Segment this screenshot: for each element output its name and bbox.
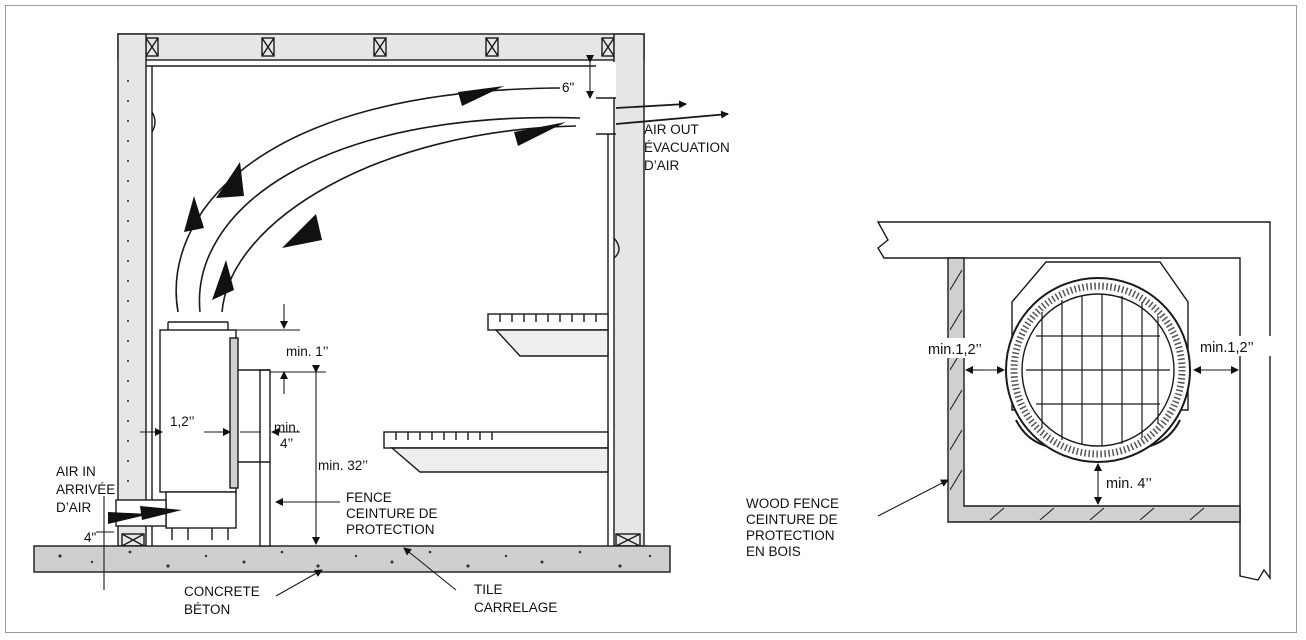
right-wall: [613, 33, 645, 547]
upper-bench: [487, 313, 609, 357]
heater-fence: [238, 369, 271, 547]
left-wall: [117, 33, 147, 547]
tile-label-fr: CARRELAGE: [474, 600, 557, 615]
dim-fence-height: min. 32’’: [318, 458, 368, 473]
wood-fence-label-fr-3: EN BOIS: [746, 544, 801, 559]
figure-frame: [5, 5, 1297, 633]
fence-label: FENCE: [346, 490, 392, 505]
dimension-lines: [96, 55, 594, 597]
ceiling-joists: [145, 37, 615, 57]
airflow-curves: [175, 87, 581, 313]
top-view-dimensions: [877, 366, 1239, 517]
wood-fence-top-view: [947, 257, 1241, 523]
air-out-label-fr-2: D’AIR: [644, 158, 680, 173]
fence-label-fr-1: CEINTURE DE: [346, 506, 438, 521]
concrete-label-fr: BÉTON: [184, 602, 230, 617]
airflow-arrows: [108, 86, 566, 524]
dim-heater-top: min. 1’’: [286, 344, 329, 359]
dim-fence-gap-2: 4’’: [280, 436, 293, 451]
wood-fence-label: WOOD FENCE: [746, 496, 839, 511]
fence-label-fr-2: PROTECTION: [346, 522, 435, 537]
dim-front-clearance: min. 4’’: [1106, 476, 1152, 492]
floor-speckles: [58, 550, 652, 568]
air-in-label-fr-2: D’AIR: [56, 500, 92, 515]
side-view-labels: AIR OUT ÉVACUATION D’AIR AIR IN ARRIVÉE …: [56, 80, 730, 617]
side-view: [33, 33, 729, 597]
wood-fence-label-fr-2: PROTECTION: [746, 528, 835, 543]
air-out-label-fr-1: ÉVACUATION: [644, 140, 730, 155]
air-in-label-fr-1: ARRIVÉE: [56, 482, 115, 497]
air-in-label: AIR IN: [56, 464, 96, 479]
dim-air-in: 4": [84, 530, 97, 545]
wood-fence-label-fr-1: CEINTURE DE: [746, 512, 838, 527]
top-view-labels: min.1,2’’ min.1,2’’ min. 4’’ WOOD FENCE …: [746, 336, 1278, 559]
sauna-heater: [115, 321, 239, 540]
stone-grid: [1026, 294, 1170, 446]
air-out-label: AIR OUT: [644, 122, 699, 137]
concrete-label: CONCRETE: [184, 584, 260, 599]
heater-top-view: [1005, 261, 1191, 463]
top-view: [876, 221, 1271, 581]
dim-heater-side: 1,2’’: [170, 414, 195, 429]
dim-fence-gap-1: min.: [274, 420, 300, 435]
concrete-floor: [33, 545, 671, 573]
air-out-arrows: [615, 100, 729, 125]
corner-wall: [876, 221, 1271, 581]
dim-left-clearance: min.1,2’’: [928, 342, 982, 358]
lower-bench: [383, 431, 609, 473]
dim-right-clearance: min.1,2’’: [1200, 340, 1254, 356]
dim-vent-top: 6": [562, 80, 575, 95]
tile-label: TILE: [474, 582, 503, 597]
